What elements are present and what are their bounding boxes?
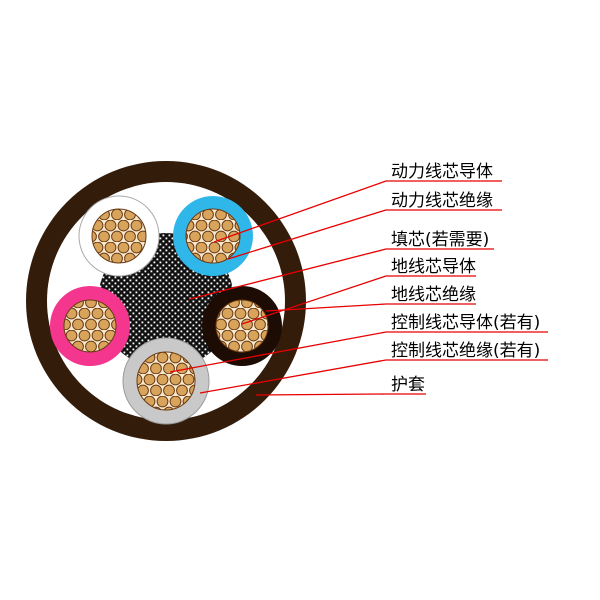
leader-lines-group — [169, 180, 548, 396]
core-white-top-left — [78, 195, 160, 277]
core-conductor — [185, 208, 241, 264]
core-cyan-top-right — [173, 196, 253, 276]
labels-group: 动力线芯导体 动力线芯绝缘 填芯(若需要) 地线芯导体 地线芯绝缘 控制线芯导体… — [391, 162, 540, 395]
core-conductor — [91, 208, 147, 264]
label-ground-insulation: 地线芯绝缘 — [391, 285, 476, 305]
leader-line-ground-conductor — [241, 275, 476, 325]
core-conductor — [136, 351, 196, 411]
label-filler: 填芯(若需要) — [391, 230, 489, 250]
label-power-conductor: 动力线芯导体 — [391, 162, 493, 182]
leader-line-ground-insulation — [265, 303, 476, 312]
leader-line-power-conductor — [213, 180, 502, 243]
leader-line-control-insulation — [199, 359, 548, 394]
leader-line-sheath — [255, 393, 426, 396]
leader-line-control-conductor — [169, 331, 548, 373]
label-control-conductor: 控制线芯导体(若有) — [391, 313, 540, 333]
leader-line-power-insulation — [227, 209, 502, 260]
label-power-insulation: 动力线芯绝缘 — [391, 191, 493, 211]
core-conductor — [215, 299, 269, 353]
leader-line-filler — [189, 248, 494, 300]
core-dark-right-ground — [202, 286, 282, 366]
label-sheath: 护套 — [391, 375, 425, 395]
label-ground-conductor: 地线芯导体 — [391, 257, 476, 277]
core-conductor — [63, 299, 117, 353]
label-control-insulation: 控制线芯绝缘(若有) — [391, 341, 540, 361]
core-pink-left — [50, 286, 130, 366]
core-gray-bottom-control — [122, 337, 210, 425]
